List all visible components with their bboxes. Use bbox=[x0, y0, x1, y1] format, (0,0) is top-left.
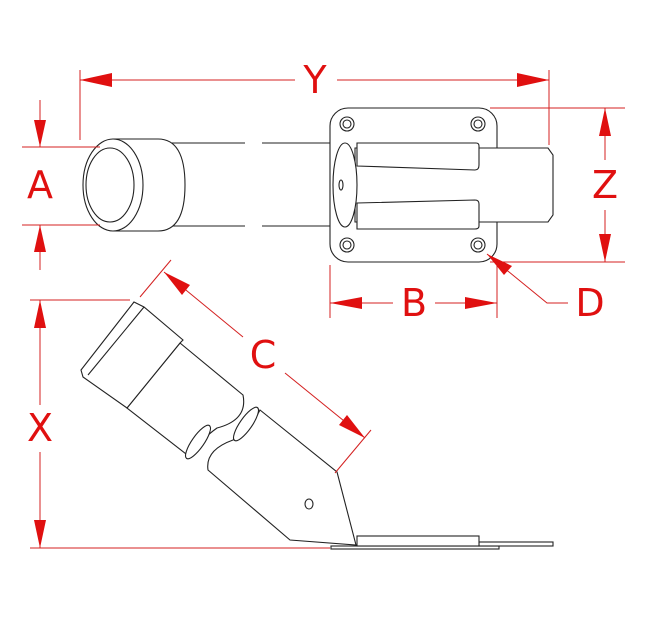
mounting-holes bbox=[339, 116, 486, 253]
dim-label-a: A bbox=[27, 163, 53, 207]
dim-label-c: C bbox=[250, 333, 277, 377]
lower-socket bbox=[207, 409, 357, 546]
dimensions bbox=[22, 70, 625, 549]
side-view bbox=[80, 301, 554, 550]
clamp-tab-top bbox=[356, 142, 480, 171]
dim-label-z: Z bbox=[592, 163, 618, 207]
dim-label-x: X bbox=[27, 406, 53, 450]
dim-label-y: Y bbox=[302, 58, 327, 102]
socket-end bbox=[332, 142, 358, 228]
tube-cap bbox=[80, 301, 184, 409]
dim-label-b: B bbox=[401, 281, 427, 325]
tube-end bbox=[82, 138, 144, 232]
dim-label-d: D bbox=[575, 281, 604, 325]
top-view bbox=[82, 107, 554, 263]
clamp-tab-bottom bbox=[356, 199, 480, 230]
dimension-labels: Y A Z B D C X bbox=[27, 58, 618, 450]
